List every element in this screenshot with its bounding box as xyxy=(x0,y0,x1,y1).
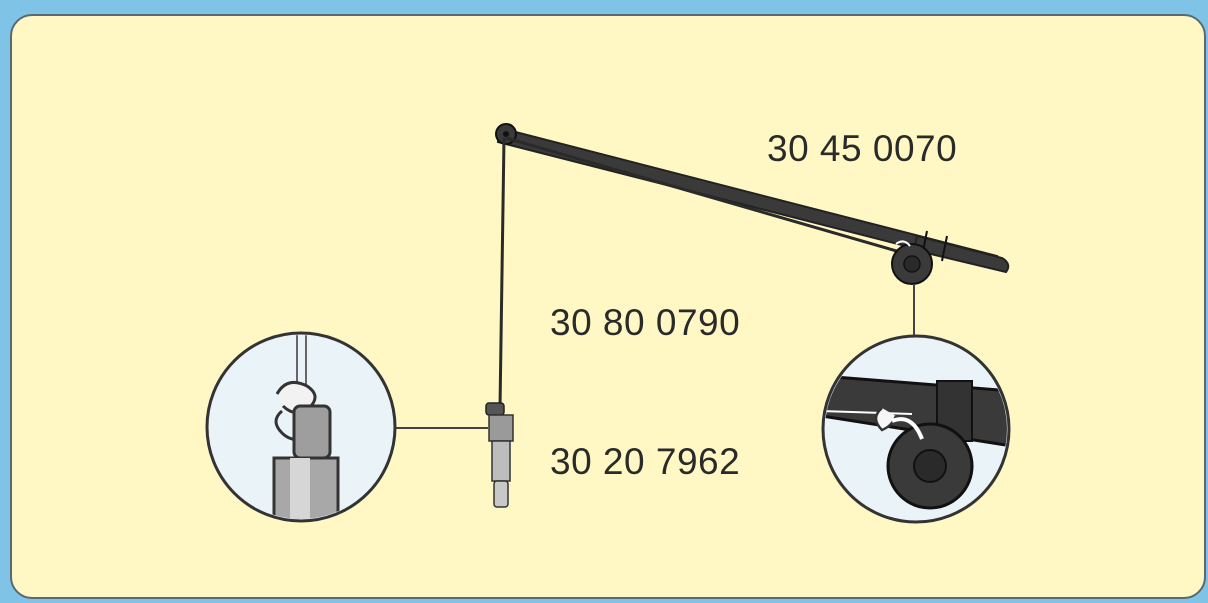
fishing-rod-diagram xyxy=(205,123,1011,524)
line-part-number: 30 80 0790 xyxy=(550,302,741,343)
rod-part-number: 30 45 0070 xyxy=(767,128,958,169)
knot-detail-icon xyxy=(205,331,397,523)
reel-detail-icon xyxy=(821,334,1011,524)
fitting-part-number: 30 20 7962 xyxy=(550,441,741,482)
diagram-panel: 30 45 0070 30 80 0790 30 20 7962 xyxy=(10,14,1206,599)
fishing-rod-icon xyxy=(495,123,1010,285)
fishing-line xyxy=(498,137,506,409)
swivel-fitting-icon xyxy=(485,402,514,508)
